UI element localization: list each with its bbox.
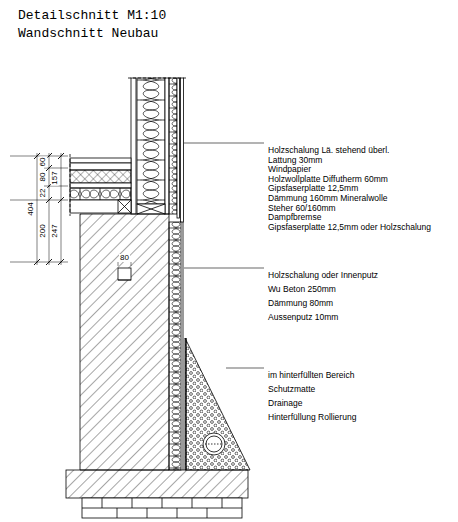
callout-text: Drainage: [268, 399, 303, 408]
callout-text: Dämmung 160mm Mineralwolle: [268, 194, 388, 203]
callout-text: Gipsfaserplatte 12,5mm oder Holzschalung: [268, 223, 431, 232]
callout-text: Holzschalung oder Innenputz: [268, 271, 378, 280]
dimension-text: 157: [51, 170, 59, 185]
callout-text: Holzwollplatte Diffutherm 60mm: [268, 175, 388, 184]
callout-text: Windpapier: [268, 165, 311, 174]
dimension-text: 80: [39, 172, 47, 183]
callout-text: Dämmung 80mm: [268, 299, 333, 308]
drawing-title: Detailschnitt M1:10: [18, 9, 166, 22]
drawing-subtitle: Wandschnitt Neubau: [18, 27, 158, 40]
callout-text: Schutzmatte: [268, 385, 315, 394]
dimension-text: 60: [39, 157, 47, 168]
dimension-text: 22: [39, 188, 47, 199]
callout-text: Wu Beton 250mm: [268, 285, 336, 294]
callout-text: Dampfbremse: [268, 213, 321, 222]
callout-text: im hinterfüllten Bereich: [268, 371, 354, 380]
dimension-text: 200: [39, 223, 47, 238]
dimension-text: 247: [51, 223, 59, 238]
dimension-text: 80: [119, 254, 130, 262]
callout-text: Steher 60/160mm: [268, 204, 336, 213]
callout-text: Gipsfaserplatte 12,5mm: [268, 184, 358, 193]
callout-text: Hinterfüllung Rollierung: [268, 413, 356, 422]
callout-text: Aussenputz 10mm: [268, 313, 338, 322]
callout-text: Lattung 30mm: [268, 156, 322, 165]
callout-text: Holzschalung Lä. stehend überl.: [268, 146, 389, 155]
dimension-text: 404: [27, 201, 35, 216]
